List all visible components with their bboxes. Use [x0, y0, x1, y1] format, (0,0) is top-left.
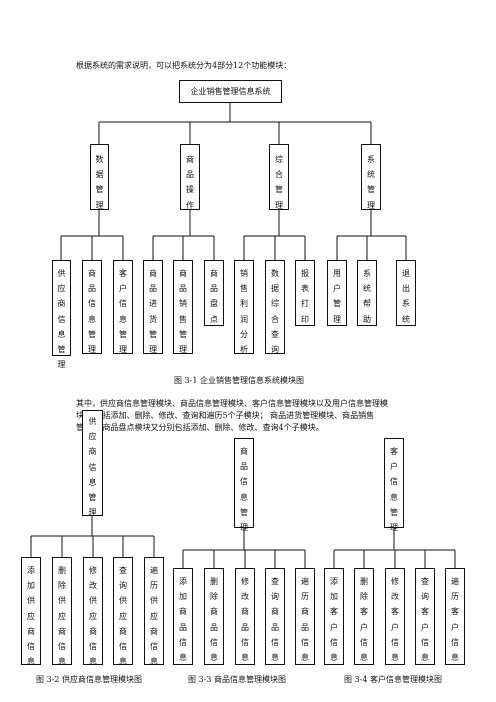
fig4-leaf: 删除客户信息 [354, 568, 374, 665]
fig3-root-box: 商品信息管理 [234, 438, 254, 533]
fig1-leaf-label: 销售利润分析 [240, 269, 248, 355]
fig3-leaf-label: 修改商品信息 [241, 577, 249, 663]
fig1-leaf: 用户管理 [327, 260, 347, 326]
fig3-leaf-label: 添加商品信息 [179, 577, 187, 663]
fig2-leaf: 查询供应商信息 [113, 557, 133, 667]
fig4-caption: 图 3-4 客户信息管理模块图 [344, 675, 442, 684]
fig3-caption: 图 3-3 商品信息管理模块图 [188, 675, 286, 684]
fig1-group-label: 综合管理 [275, 155, 283, 210]
fig4-leaf-label: 遍历客户信息 [451, 577, 459, 663]
fig1-leaf-label: 商品销售管理 [179, 269, 187, 355]
fig4-leaf: 修改客户信息 [385, 568, 405, 665]
fig1-leaf: 报表打印 [295, 260, 315, 326]
fig1-leaf-label: 系统帮助 [363, 269, 371, 324]
fig1-group-goods: 商品操作 [180, 144, 200, 210]
fig3-leaf: 删除商品信息 [204, 568, 224, 665]
fig1-leaf: 客户信息管理 [113, 260, 133, 354]
fig4-leaf-label: 修改客户信息 [391, 577, 399, 663]
fig1-leaf-label: 用户管理 [333, 269, 341, 324]
intro-text: 根据系统的需求说明，可以把系统分为4部分12个功能模块： [76, 61, 292, 70]
fig2-caption: 图 3-2 供应商信息管理模块图 [36, 675, 142, 684]
fig1-leaf: 供应商信息管理 [52, 260, 71, 370]
fig1-group-label: 系统管理 [367, 155, 375, 210]
paragraph-line-3: 管 块和商品盘点模块又分别包括添加、删除、修改、查询4个子模块。 [76, 423, 324, 432]
fig4-leaf-label: 查询客户信息 [421, 577, 429, 663]
fig1-group-data: 数据管理 [90, 144, 109, 210]
fig4-root-label: 客户信息管理 [390, 447, 398, 533]
paragraph-line-2: 块 又包括添加、删除、修改、查询和遍历5个子模块； 商品进货管理模块、商品销售 [76, 411, 375, 420]
fig1-leaf: 商品盘点 [204, 260, 224, 326]
paragraph-line-1: 其中，供应商信息管理模块、商品信息管理模块、客户信息管理模块以及用户信息管理模 [76, 399, 388, 408]
fig3-leaf-label: 删除商品信息 [210, 577, 218, 663]
fig1-leaf: 商品进货管理 [143, 260, 163, 354]
fig1-leaf: 商品销售管理 [173, 260, 193, 354]
fig1-leaf: 系统帮助 [357, 260, 377, 326]
fig4-leaf: 遍历客户信息 [445, 568, 465, 665]
fig2-leaf: 添加供应商信息 [21, 557, 41, 667]
fig2-leaf: 删除供应商信息 [52, 557, 72, 667]
fig3-leaf-label: 遍历商品信息 [301, 577, 309, 663]
fig2-leaf: 修改供应商信息 [83, 557, 103, 667]
fig1-leaf-label: 客户信息管理 [119, 269, 127, 355]
fig4-leaf-label: 删除客户信息 [360, 577, 368, 663]
fig1-leaf-label: 商品进货管理 [149, 269, 157, 355]
fig1-root-box: 企业销售管理信息系统 [179, 80, 282, 103]
fig1-leaf-label: 数据综合查询 [271, 269, 279, 355]
fig3-leaf-label: 查询商品信息 [271, 577, 279, 663]
fig1-group-label: 数据管理 [95, 155, 104, 210]
fig1-leaf: 数据综合查询 [265, 260, 285, 354]
fig1-leaf: 销售利润分析 [234, 260, 254, 354]
fig1-group-system: 系统管理 [361, 144, 381, 210]
fig2-root-box: 供应商信息管理 [82, 410, 103, 518]
fig3-leaf: 遍历商品信息 [295, 568, 315, 665]
fig1-group-general: 综合管理 [269, 144, 289, 210]
fig1-group-label: 商品操作 [186, 155, 194, 210]
fig1-leaf-label: 商品盘点 [210, 269, 218, 324]
fig2-leaf: 遍历供应商信息 [144, 557, 164, 667]
fig1-leaf-label: 商品信息管理 [88, 269, 96, 355]
fig1-leaf-label: 供应商信息管理 [57, 269, 66, 370]
fig4-leaf: 查询客户信息 [415, 568, 435, 665]
fig2-leaf-label: 查询供应商信息 [119, 566, 127, 667]
fig2-leaf-label: 删除供应商信息 [58, 566, 66, 667]
fig4-leaf-label: 添加客户信息 [330, 577, 338, 663]
fig2-root-label: 供应商信息管理 [88, 417, 97, 518]
fig2-leaf-label: 添加供应商信息 [27, 566, 35, 667]
fig4-leaf: 添加客户信息 [324, 568, 344, 665]
fig1-leaf-label: 退出系统 [402, 269, 410, 324]
fig2-leaf-label: 遍历供应商信息 [150, 566, 158, 667]
fig3-leaf: 修改商品信息 [235, 568, 255, 665]
fig3-root-label: 商品信息管理 [240, 447, 248, 533]
fig1-root-label: 企业销售管理信息系统 [190, 87, 271, 96]
fig2-leaf-label: 修改供应商信息 [89, 566, 97, 667]
fig1-caption: 图 3-1 企业销售管理信息系统模块图 [174, 376, 304, 385]
fig3-leaf: 添加商品信息 [173, 568, 193, 665]
fig1-leaf: 商品信息管理 [82, 260, 102, 354]
fig1-leaf: 退出系统 [396, 260, 416, 326]
fig3-leaf: 查询商品信息 [265, 568, 285, 665]
fig4-root-box: 客户信息管理 [384, 438, 404, 533]
fig1-leaf-label: 报表打印 [301, 269, 309, 324]
